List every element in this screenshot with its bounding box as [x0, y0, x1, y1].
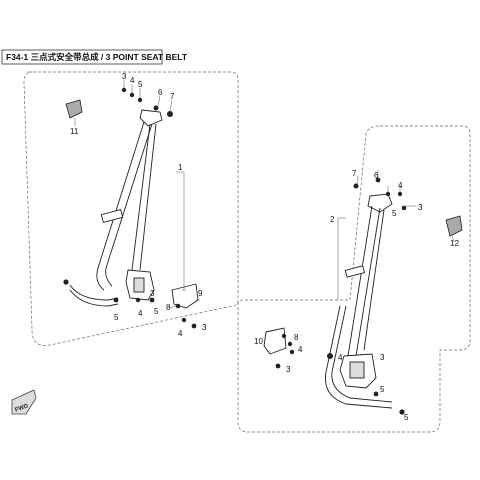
callout-5c: 5 — [154, 307, 159, 316]
callout-5d: 5 — [392, 209, 397, 218]
callout-7b: 7 — [352, 169, 357, 178]
left-fasteners — [63, 87, 197, 329]
callout-5f: 5 — [404, 413, 409, 422]
left-seat-belt — [69, 109, 199, 309]
callout-3e: 3 — [286, 365, 291, 374]
callout-4e: 4 — [298, 345, 303, 354]
callout-3b: 3 — [150, 289, 155, 298]
callout-8b: 8 — [294, 333, 299, 342]
callout-4f: 4 — [338, 353, 343, 362]
title-box — [1, 49, 163, 65]
callout-7a: 7 — [170, 92, 175, 101]
callout-3f: 3 — [380, 353, 385, 362]
callout-3a: 3 — [122, 72, 127, 81]
diagram-title: F34-1 三点式安全带总成 / 3 POINT SEAT BELT — [6, 52, 188, 62]
svg-text:FWD: FWD — [14, 403, 30, 414]
left-group-frame — [23, 71, 239, 346]
callout-10: 10 — [254, 337, 263, 346]
part-12-bracket — [445, 215, 463, 237]
callout-4b: 4 — [138, 309, 143, 318]
callout-6a: 6 — [158, 88, 163, 97]
callout-8: 8 — [166, 303, 171, 312]
callout-2: 2 — [330, 215, 335, 224]
callout-12: 12 — [450, 239, 459, 248]
callout-5b: 5 — [114, 313, 119, 322]
part-11-bracket — [65, 99, 83, 119]
right-fasteners — [275, 177, 407, 415]
callout-6b: 6 — [374, 171, 379, 180]
callout-11: 11 — [70, 127, 79, 136]
callout-4a: 4 — [130, 76, 135, 85]
callout-1: 1 — [178, 163, 183, 172]
right-seat-belt — [263, 193, 393, 409]
callout-4d: 4 — [398, 181, 403, 190]
part-callouts: 1 2 3 4 5 6 7 11 5 4 3 5 8 9 4 3 7 6 4 5… — [70, 72, 459, 422]
callout-3c: 3 — [202, 323, 207, 332]
callout-4c: 4 — [178, 329, 183, 338]
callout-3d: 3 — [418, 203, 423, 212]
fwd-arrow-icon: FWD — [11, 389, 37, 415]
leader-lines — [74, 80, 455, 309]
callout-5a: 5 — [138, 80, 143, 89]
callout-9: 9 — [198, 289, 203, 298]
callout-5e: 5 — [380, 385, 385, 394]
